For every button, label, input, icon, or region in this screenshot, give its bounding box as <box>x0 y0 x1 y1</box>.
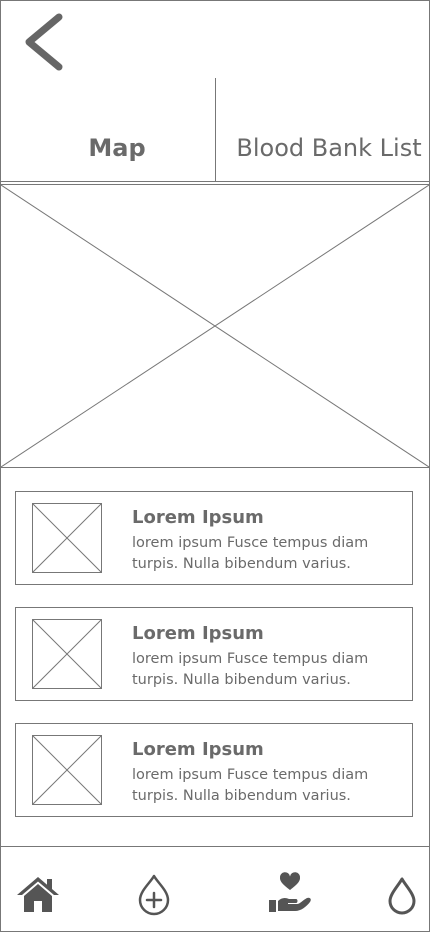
tab-blood-bank-list[interactable]: Blood Bank List <box>215 78 429 182</box>
image-placeholder-icon <box>32 619 102 689</box>
tabs-divider-line <box>1 181 429 182</box>
nav-donate-button[interactable] <box>267 871 313 917</box>
image-placeholder-icon <box>1 185 429 467</box>
tab-map-label: Map <box>88 134 146 162</box>
list-item-description: lorem ipsum Fusce tempus diam turpis. Nu… <box>132 767 369 804</box>
add-drop-icon <box>138 874 170 916</box>
list-item-description: lorem ipsum Fusce tempus diam turpis. Nu… <box>132 535 369 572</box>
blood-drop-icon <box>388 877 416 915</box>
tab-divider <box>215 78 216 182</box>
bottom-nav <box>1 846 429 931</box>
nav-home-button[interactable] <box>15 871 61 917</box>
nav-add-donation-button[interactable] <box>131 871 177 917</box>
image-placeholder-icon <box>32 735 102 805</box>
list-item[interactable]: Lorem Ipsum lorem ipsum Fusce tempus dia… <box>15 491 413 585</box>
list-item-title: Lorem Ipsum <box>132 623 264 644</box>
map-view[interactable] <box>1 184 429 468</box>
tab-blood-bank-list-label: Blood Bank List <box>236 134 422 162</box>
home-icon <box>17 877 59 912</box>
list-item[interactable]: Lorem Ipsum lorem ipsum Fusce tempus dia… <box>15 723 413 817</box>
list-item-title: Lorem Ipsum <box>132 507 264 528</box>
nav-blood-drop-button[interactable] <box>381 871 427 917</box>
list-item-title: Lorem Ipsum <box>132 739 264 760</box>
donate-heart-icon <box>269 872 311 912</box>
tab-map[interactable]: Map <box>1 78 215 182</box>
tab-bar: Map Blood Bank List <box>1 78 429 182</box>
image-placeholder-icon <box>32 503 102 573</box>
back-button[interactable] <box>19 11 71 73</box>
list-item[interactable]: Lorem Ipsum lorem ipsum Fusce tempus dia… <box>15 607 413 701</box>
list-item-description: lorem ipsum Fusce tempus diam turpis. Nu… <box>132 651 369 688</box>
chevron-left-icon <box>25 13 63 71</box>
